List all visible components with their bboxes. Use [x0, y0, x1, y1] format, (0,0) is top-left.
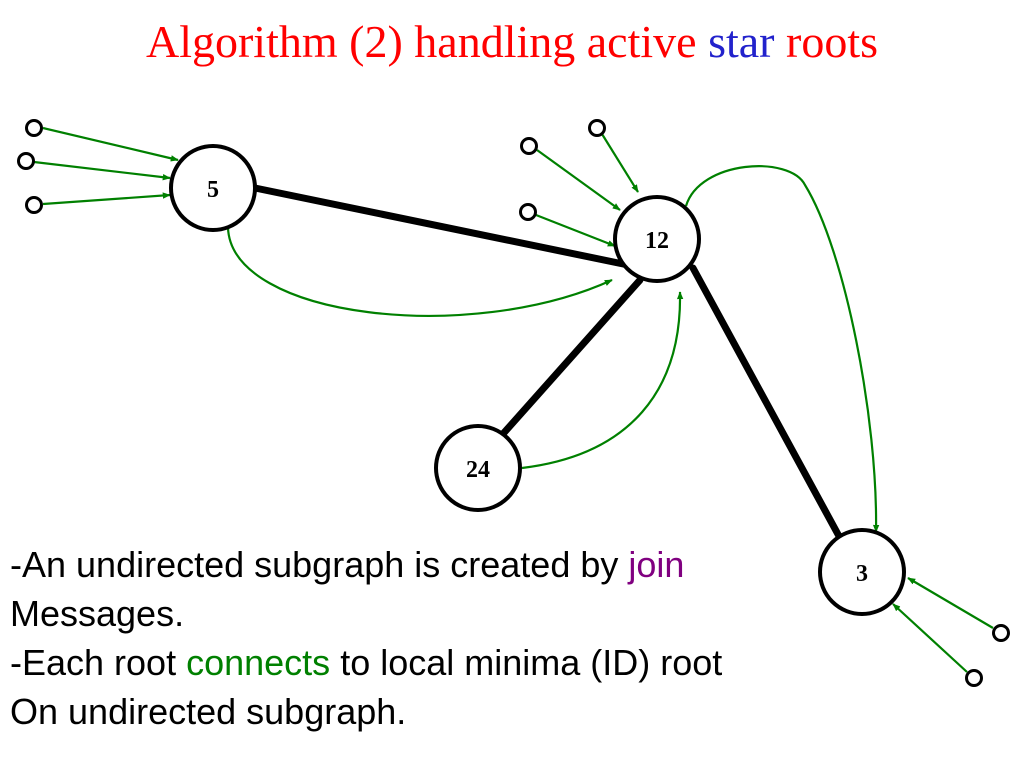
- root-node-24-label: 24: [466, 457, 490, 483]
- edge-5-12: [251, 184, 632, 269]
- root-node-5-circle: [169, 144, 257, 232]
- root-node-12: 12: [613, 195, 701, 283]
- body-line-3-post: to local minima (ID) root: [330, 642, 723, 683]
- leaf-arrow-12c: [535, 213, 616, 248]
- leaf-vertex: [520, 137, 538, 155]
- leaf-arrow-12a: [536, 149, 621, 211]
- root-node-5: 5: [169, 144, 257, 232]
- arrow-12-to-3: [684, 165, 880, 533]
- title-part-2: star: [708, 16, 775, 67]
- leaf-vertex: [25, 119, 43, 137]
- leaf-vertex: [992, 624, 1010, 642]
- arrow-24-to-12: [521, 291, 684, 470]
- connects-keyword: connects: [186, 642, 331, 683]
- title-part-1: Algorithm (2) handling active: [145, 16, 709, 67]
- root-node-24: 24: [434, 424, 522, 512]
- leaf-arrow-3a: [907, 577, 994, 629]
- root-node-3: 3: [818, 528, 906, 616]
- leaf-vertex: [965, 669, 983, 687]
- leaf-arrow-12b: [601, 133, 639, 193]
- title-part-3: roots: [774, 16, 878, 67]
- arrow-5-to-12: [226, 227, 613, 317]
- leaf-arrow-5c: [42, 192, 171, 206]
- body-line-3-pre: -Each root: [10, 642, 187, 683]
- leaf-vertex: [588, 119, 606, 137]
- root-node-3-label: 3: [856, 561, 868, 587]
- root-node-12-circle: [613, 195, 701, 283]
- edge-12-3: [689, 264, 844, 542]
- leaf-vertex: [25, 196, 43, 214]
- body-line-4: On undirected subgraph.: [10, 691, 407, 732]
- leaf-arrow-3b: [892, 603, 968, 673]
- root-node-5-label: 5: [207, 177, 219, 203]
- slide-title: Algorithm (2) handling active star roots: [0, 14, 1024, 70]
- leaf-vertices: [17, 119, 1010, 687]
- leaf-vertex: [519, 203, 537, 221]
- slide-body-text: -An undirected subgraph is created by jo…: [10, 540, 930, 736]
- leaf-arrow-5b: [33, 160, 171, 181]
- body-line-2: Messages.: [10, 593, 185, 634]
- root-node-3-circle: [818, 528, 906, 616]
- root-node-12-label: 12: [645, 228, 669, 254]
- join-keyword: join: [628, 544, 685, 585]
- root-node-24-circle: [434, 424, 522, 512]
- leaf-arrow-5a: [42, 126, 179, 162]
- body-line-1-text: -An undirected subgraph is created by: [10, 544, 629, 585]
- body-line-1: -An undirected subgraph is created by jo…: [10, 540, 930, 589]
- root-arrows: [226, 165, 880, 533]
- body-line-3: -Each root connects to local minima (ID)…: [10, 638, 930, 687]
- leaf-arrows: [33, 126, 994, 673]
- edge-24-12: [498, 276, 644, 439]
- leaf-vertex: [17, 152, 35, 170]
- undirected-edges: [251, 184, 844, 542]
